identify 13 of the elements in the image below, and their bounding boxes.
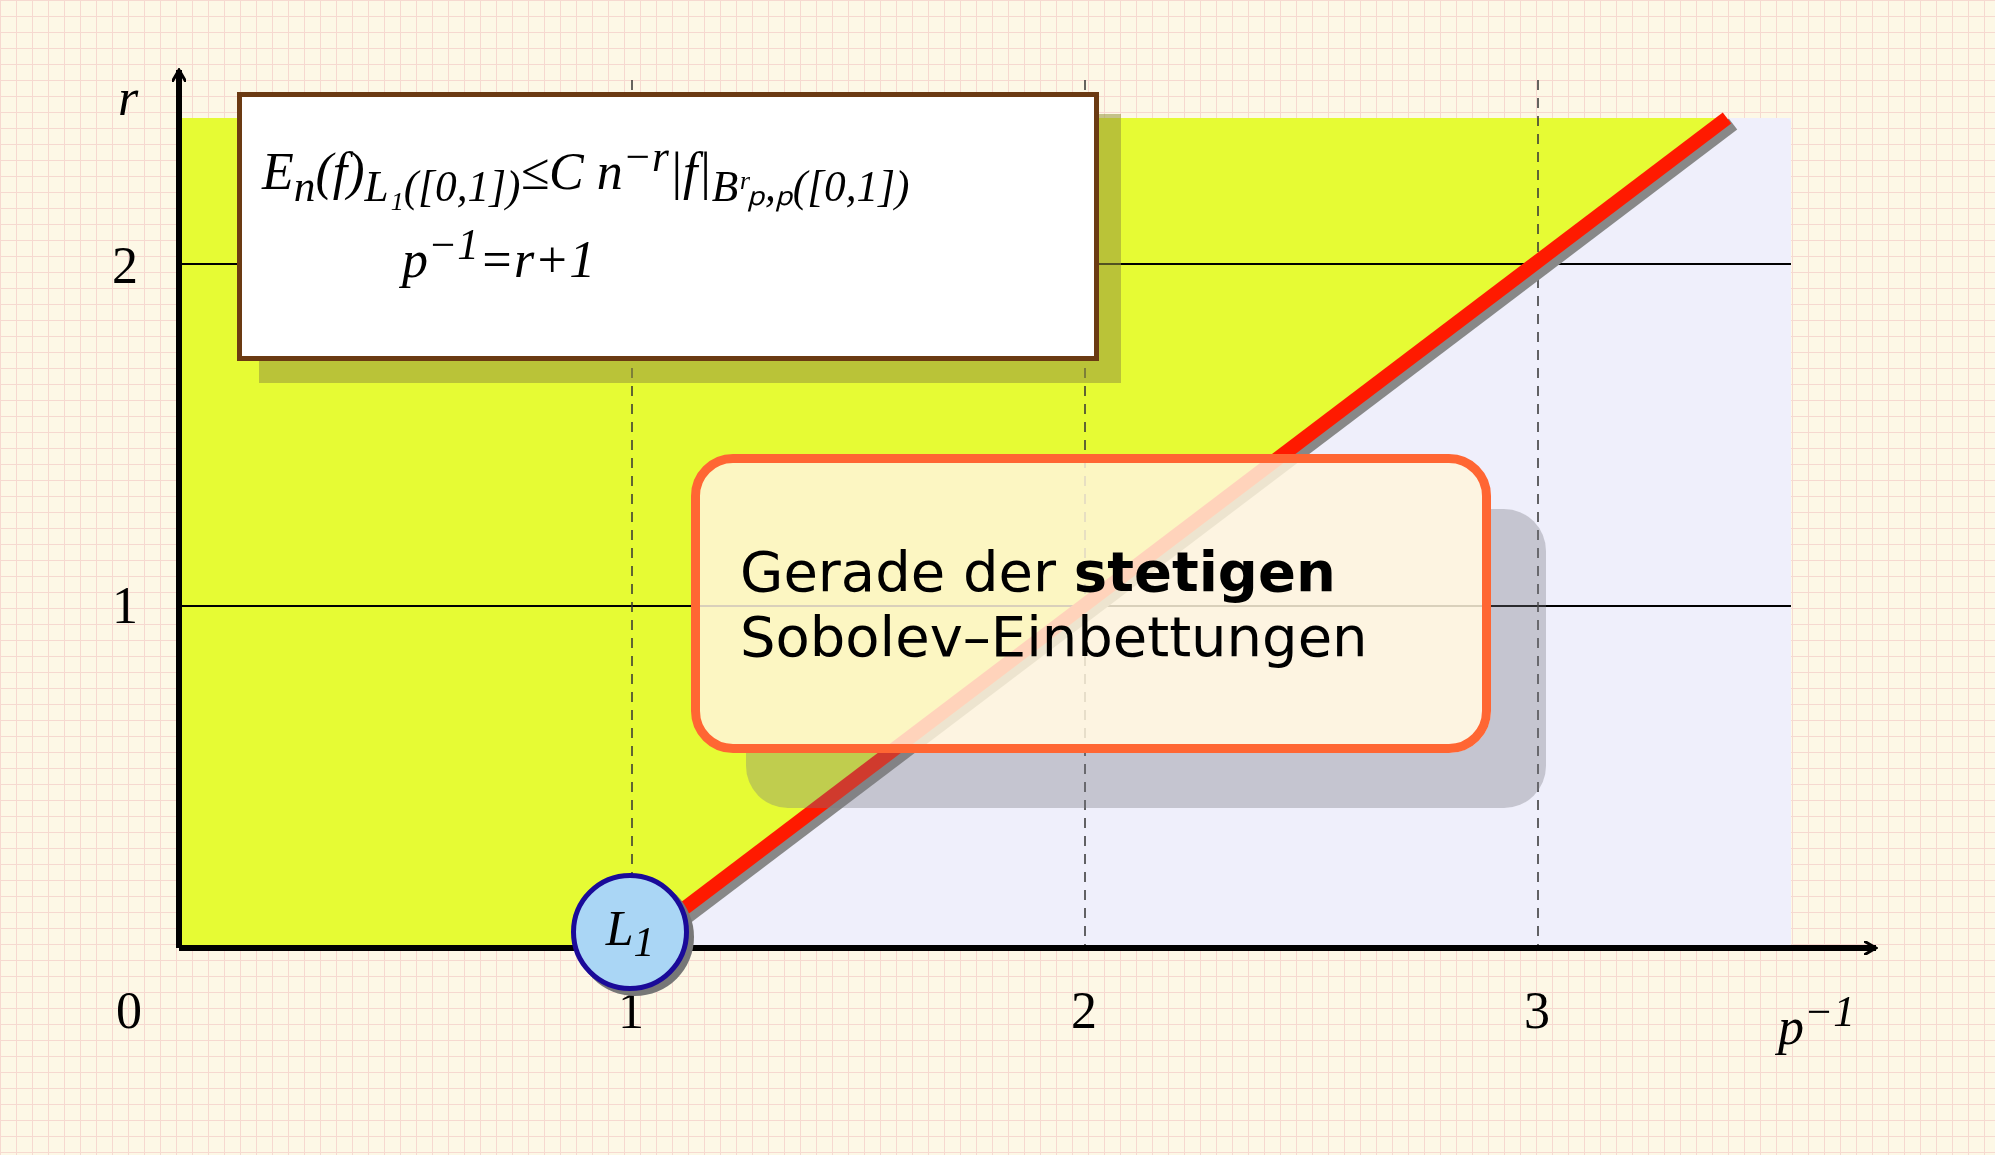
tick-label: 3 (1524, 985, 1550, 1037)
tick-label: 0 (116, 985, 142, 1037)
formula-text: p$^{−1}$=r+1 (262, 215, 1074, 296)
callout-box (691, 454, 1491, 753)
formula-box (237, 92, 1099, 361)
tick-label: 1 (112, 580, 138, 632)
tick-label: 2 (1071, 985, 1097, 1037)
point-label: L$_{1}$ (605, 898, 655, 966)
tick-label: 1 (618, 985, 644, 1037)
axis-label: r (118, 72, 139, 124)
formula-text: E$_{n}$(f)$_{L₁([0,1])}$≤C n$^{−r}$|f|$_{Bʳₚ,ₚ([0,1])}$ (262, 131, 911, 214)
tick-label: 2 (112, 240, 138, 292)
callout-text: Gerade der stetigen Sobolev–Einbettungen (740, 538, 1369, 669)
